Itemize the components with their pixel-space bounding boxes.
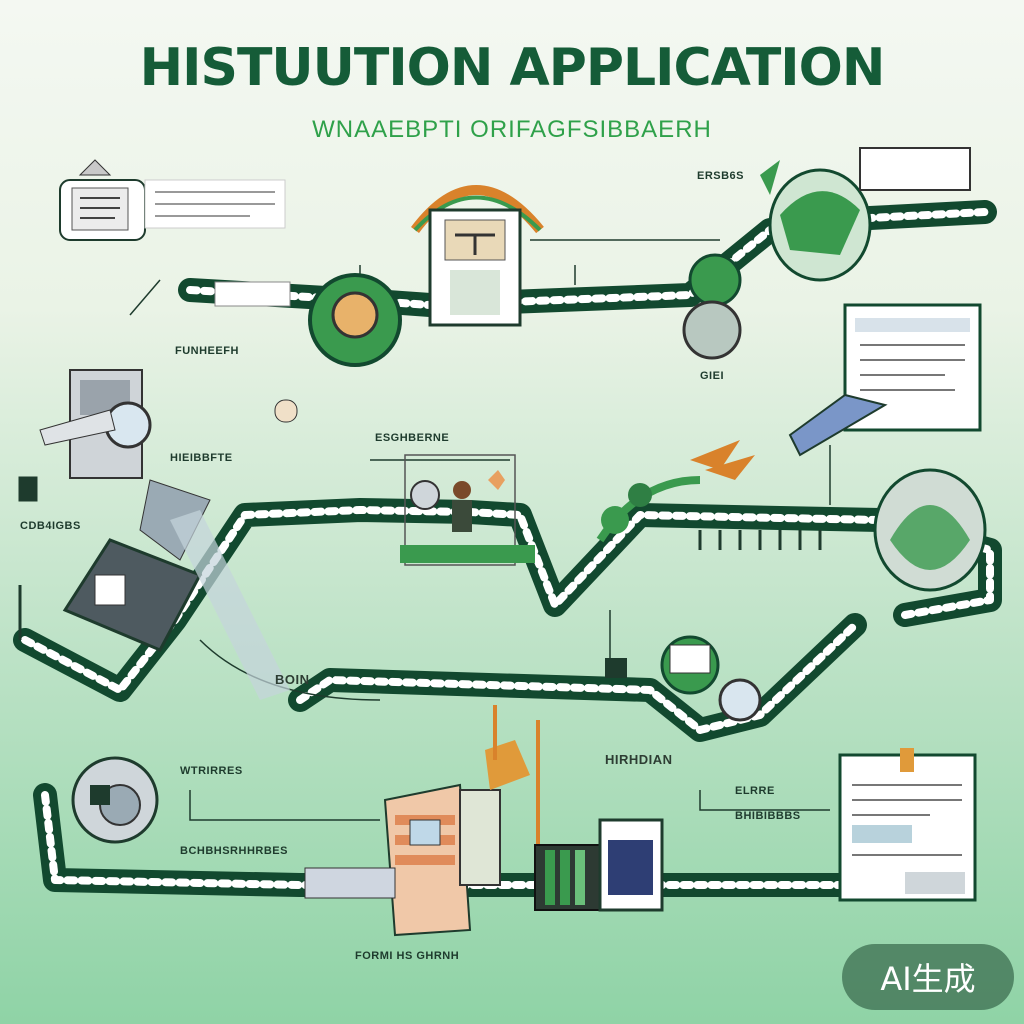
gauge-icon xyxy=(71,756,159,844)
scanner-device-icon xyxy=(39,369,298,479)
page-title: HISTUUTION APPLICATION xyxy=(139,38,886,98)
institution-shield-icon xyxy=(411,185,544,327)
label-l13: BCHBHSRHHRBES xyxy=(180,845,288,857)
page-subtitle: WNAAEBPTI ORIFAGFSIBBAERH xyxy=(312,116,712,143)
person-figure-icon xyxy=(400,454,535,566)
hub-circle-icon xyxy=(214,273,402,367)
report-panel-icon xyxy=(788,303,982,457)
label-l4: ESGHBERNE xyxy=(375,432,450,444)
label-l8: HIRHDIAN xyxy=(605,752,673,767)
label-l3: GIEI xyxy=(700,370,725,382)
foliage-decoration xyxy=(596,440,987,592)
label-l2: FUNHEEFH xyxy=(175,345,239,357)
post-markers xyxy=(18,476,822,640)
label-l10: FORMI HS GHRNH xyxy=(355,950,460,962)
building-icon xyxy=(383,705,540,937)
server-rack-icon xyxy=(304,818,664,912)
label-l5: CDB4IGBS xyxy=(20,520,81,532)
machine-block-icon xyxy=(62,479,290,700)
label-l9: ELRRE xyxy=(735,785,775,797)
document-card-icon xyxy=(59,159,286,241)
label-l7: BOIN xyxy=(275,672,310,687)
camera-cluster-icon xyxy=(605,635,762,722)
globe-icon xyxy=(682,147,971,360)
ai-generated-badge: AI生成 xyxy=(842,944,1014,1010)
label-l1: ERSB6S xyxy=(697,170,745,182)
label-l11: WTRIRRES xyxy=(180,765,243,777)
label-l6: HIEIBBFTE xyxy=(170,452,233,464)
label-l12: BHIBIBBBS xyxy=(735,810,801,822)
certificate-doc-icon xyxy=(838,748,977,902)
